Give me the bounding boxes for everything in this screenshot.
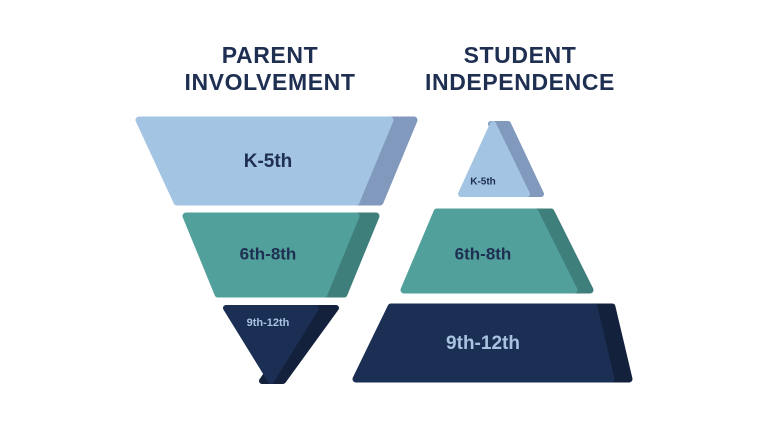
- funnel-band-k5[interactable]: K-5th: [135, 116, 418, 206]
- heading-student-line-2: INDEPENDENCE: [425, 69, 615, 95]
- pyramid-band-9-12[interactable]: 9th-12th: [352, 303, 633, 383]
- parent-involvement-funnel: K-5th 6th-8th 9th-12th: [135, 116, 418, 384]
- pyramid-band-6-8-label: 6th-8th: [455, 244, 512, 263]
- heading-parent-involvement: PARENT INVOLVEMENT: [140, 42, 400, 96]
- funnel-band-k5-label: K-5th: [244, 151, 293, 172]
- pyramid-band-6-8-face: [400, 208, 578, 294]
- funnel-band-9-12-face: [223, 305, 319, 384]
- pyramid-band-k5-face: [458, 121, 530, 197]
- funnel-band-9-12-label: 9th-12th: [247, 317, 290, 329]
- funnel-band-6-8[interactable]: 6th-8th: [182, 212, 380, 298]
- pyramid-band-9-12-face: [352, 303, 615, 383]
- pyramid-band-k5[interactable]: K-5th: [458, 121, 544, 197]
- pyramid-band-6-8[interactable]: 6th-8th: [400, 208, 594, 294]
- pyramid-band-9-12-label: 9th-12th: [446, 333, 520, 354]
- funnel-band-9-12[interactable]: 9th-12th: [223, 305, 339, 384]
- funnel-band-k5-face: [135, 116, 394, 206]
- funnel-band-6-8-face: [182, 212, 360, 298]
- heading-parent-line-1: PARENT: [221, 42, 319, 68]
- student-independence-pyramid: K-5th 6th-8th 9th-12th: [352, 121, 633, 383]
- pyramid-band-k5-label: K-5th: [470, 177, 496, 188]
- heading-student-line-1: STUDENT: [463, 42, 577, 68]
- headings-row: PARENT INVOLVEMENT STUDENT INDEPENDENCE: [0, 0, 768, 110]
- funnel-band-6-8-label: 6th-8th: [240, 244, 297, 263]
- heading-student-independence: STUDENT INDEPENDENCE: [390, 42, 650, 96]
- heading-parent-line-2: INVOLVEMENT: [184, 69, 356, 95]
